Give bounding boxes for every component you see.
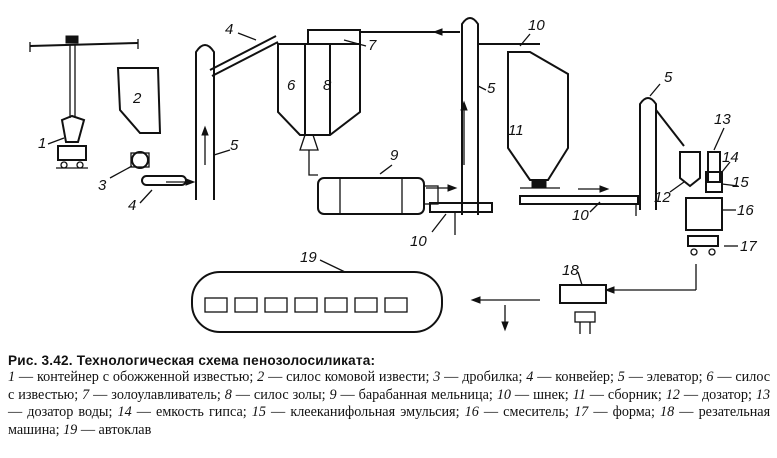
legend-num: 18 <box>660 404 675 421</box>
legend-num: 4 <box>526 369 534 386</box>
legend-item: 12 — дозатор; <box>665 386 752 403</box>
legend-item: 5 — элеватор; <box>617 369 703 386</box>
caption-legend: 1 — контейнер с обожженной известью; 2 —… <box>8 369 770 439</box>
label-19: 19 <box>300 249 317 266</box>
flow-arrows <box>166 28 697 332</box>
legend-num: 3 <box>433 369 441 386</box>
label-15: 15 <box>732 174 749 191</box>
legend-item: 7 — золоулавливатель; <box>82 386 221 403</box>
legend-item: 19 — автоклав <box>63 421 152 438</box>
conveyor-lower <box>141 175 187 186</box>
label-16: 16 <box>737 202 754 219</box>
legend-num: 12 <box>665 386 680 403</box>
dosing-and-mixing-unit <box>679 151 723 256</box>
legend-num: 9 <box>329 386 337 403</box>
legend-text: силос комовой извести; <box>286 369 430 386</box>
legend-item: 15 — клееканифольная эмульсия; <box>251 404 460 421</box>
legend-item: 14 — емкость гипса; <box>117 404 247 421</box>
legend-text: контейнер с обожженной известью; <box>36 369 254 386</box>
lime-container-crane <box>29 35 139 169</box>
legend-text: дробилка; <box>462 369 523 386</box>
legend-text: автоклав <box>98 421 152 438</box>
label-17: 17 <box>740 238 757 255</box>
label-8: 8 <box>323 77 332 94</box>
label-13: 13 <box>714 111 731 128</box>
item-number-labels: 1 2 3 4 4 5 6 7 8 9 10 5 10 11 10 5 12 1… <box>38 17 757 286</box>
ball-mill <box>317 177 439 215</box>
label-5-elevator-2: 5 <box>487 80 496 97</box>
label-14: 14 <box>722 149 739 166</box>
label-10-bottom: 10 <box>572 207 589 224</box>
elevator-2 <box>461 17 540 215</box>
label-10-mill-screw: 10 <box>410 233 427 250</box>
label-5-elevator-3: 5 <box>664 69 673 86</box>
legend-num: 1 <box>8 369 16 386</box>
label-18: 18 <box>562 262 579 279</box>
legend-item: 10 — шнек; <box>496 386 569 403</box>
legend-text: дозатор; <box>701 386 752 403</box>
legend-item: 4 — конвейер; <box>526 369 614 386</box>
legend-item: 3 — дробилка; <box>433 369 523 386</box>
label-3: 3 <box>98 177 107 194</box>
legend-num: 13 <box>755 386 771 403</box>
legend-num: 10 <box>496 386 511 403</box>
legend-item: 8 — силос золы; <box>224 386 326 403</box>
legend-text: резательная машина; <box>8 404 771 438</box>
label-4-upper: 4 <box>225 21 233 38</box>
legend-num: 11 <box>572 386 586 403</box>
legend-item: 11 — сборник; <box>572 386 662 403</box>
legend-num: 6 <box>706 369 714 386</box>
legend-item: 18 — резательная машина; <box>8 404 771 438</box>
legend-text: силос золы; <box>253 386 326 403</box>
legend-item: 17 — форма; <box>574 404 655 421</box>
process-flow-diagram: 1 2 3 4 4 5 6 7 8 9 10 5 10 11 10 5 12 1… <box>29 17 757 334</box>
legend-item: 1 — контейнер с обожженной известью; <box>8 369 254 386</box>
legend-text: конвейер; <box>555 369 614 386</box>
figure-caption: Рис. 3.42. Технологическая схема пенозол… <box>8 352 770 439</box>
label-5-elevator-1: 5 <box>230 137 239 154</box>
autoclave <box>191 271 443 333</box>
legend-text: смеситель; <box>503 404 569 421</box>
legend-num: 7 <box>82 386 90 403</box>
label-11: 11 <box>508 122 524 139</box>
label-9: 9 <box>390 147 399 164</box>
legend-num: 2 <box>257 369 265 386</box>
label-1: 1 <box>38 135 46 152</box>
caption-title: Рис. 3.42. Технологическая схема пенозол… <box>8 353 376 368</box>
legend-num: 5 <box>617 369 625 386</box>
lump-lime-silo <box>116 67 162 134</box>
legend-num: 15 <box>251 404 266 421</box>
legend-text: дозатор воды; <box>27 404 113 421</box>
label-7: 7 <box>368 37 377 54</box>
legend-text: сборник; <box>607 386 662 403</box>
legend-text: барабанная мельница; <box>358 386 493 403</box>
legend-text: шнек; <box>533 386 569 403</box>
legend-item: 2 — силос комовой извести; <box>257 369 430 386</box>
label-6: 6 <box>287 77 296 94</box>
legend-item: 6 — силос с известью; <box>8 369 771 403</box>
legend-item: 13 — дозатор воды; <box>8 386 771 421</box>
elevator-1 <box>195 35 279 200</box>
legend-num: 8 <box>224 386 232 403</box>
cutting-machine <box>559 284 607 334</box>
collector-bin <box>507 51 569 189</box>
label-4-lower: 4 <box>128 197 136 214</box>
legend-item: 16 — смеситель; <box>464 404 569 421</box>
legend-text: силос с известью; <box>8 369 771 403</box>
legend-text: емкость гипса; <box>156 404 247 421</box>
label-2: 2 <box>132 90 142 107</box>
label-10-top: 10 <box>528 17 545 34</box>
legend-num: 17 <box>574 404 589 421</box>
legend-num: 19 <box>63 421 78 438</box>
legend-text: золоулавливатель; <box>111 386 221 403</box>
legend-item: 9 — барабанная мельница; <box>329 386 493 403</box>
legend-num: 16 <box>464 404 479 421</box>
legend-text: элеватор; <box>646 369 703 386</box>
elevator-3 <box>639 97 685 210</box>
legend-text: форма; <box>612 404 655 421</box>
legend-num: 14 <box>117 404 132 421</box>
legend-text: клееканифольная эмульсия; <box>290 404 460 421</box>
crusher <box>130 151 150 169</box>
label-12: 12 <box>654 189 671 206</box>
